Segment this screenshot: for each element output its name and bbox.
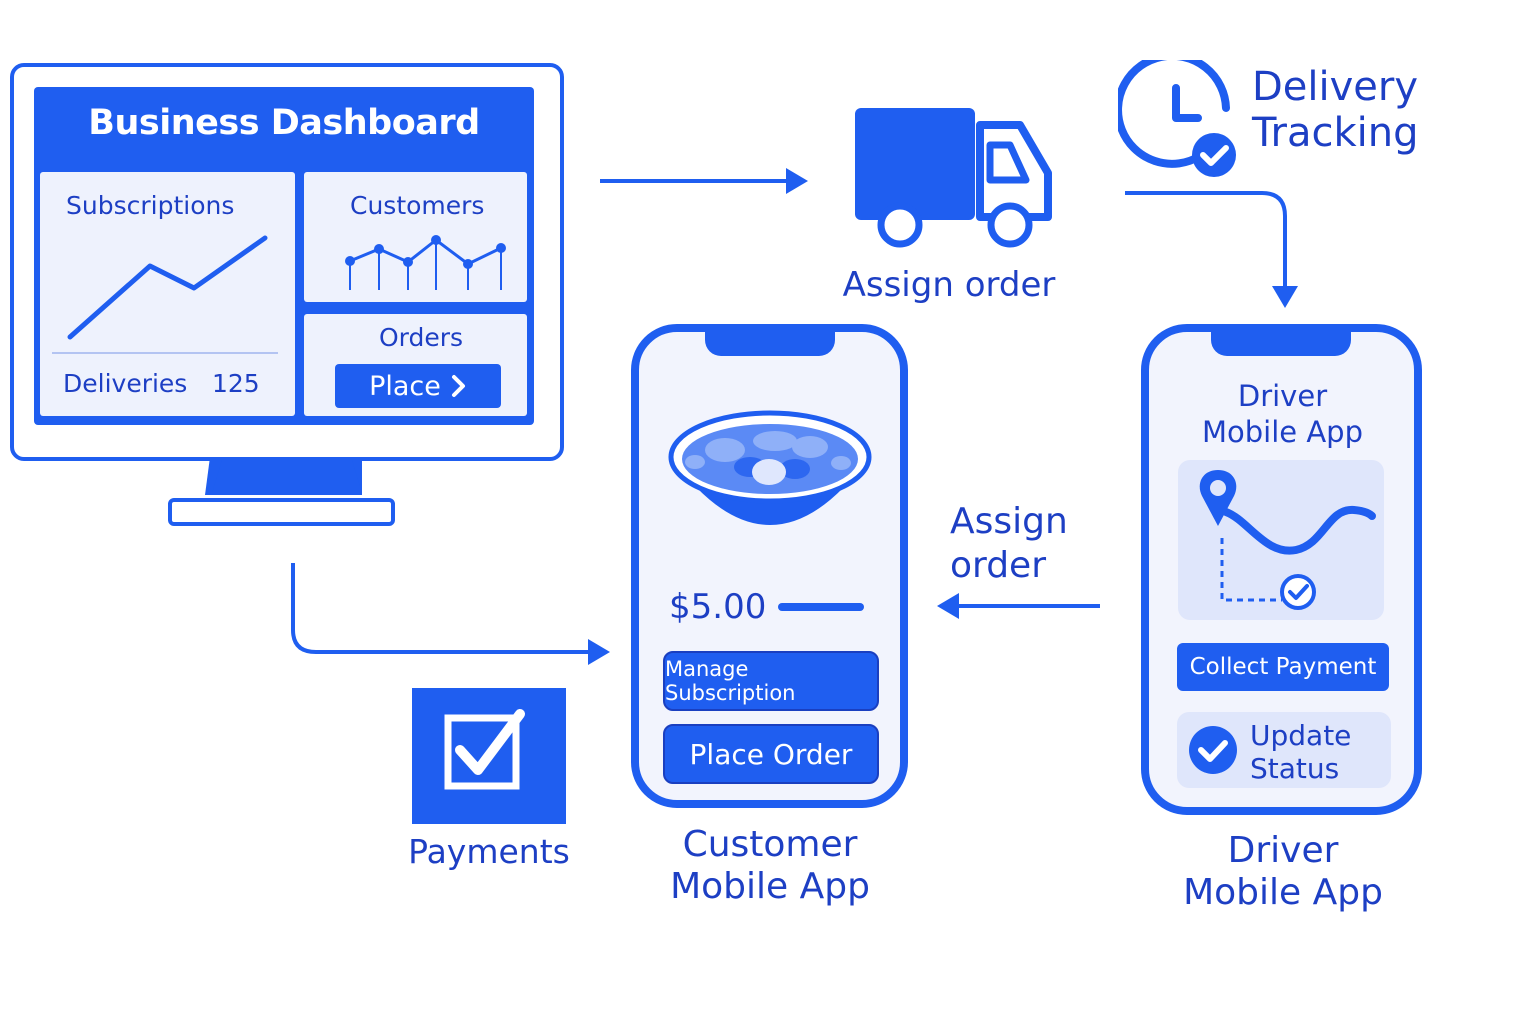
price-bar [778,603,864,611]
driver-title-line2: Mobile App [1201,415,1363,449]
arrow-dashboard-to-customer [291,563,592,654]
clock-check-icon [1118,60,1236,177]
route-map-icon [1199,470,1376,610]
orders-label: Orders [379,323,464,352]
payments-label: Payments [408,832,570,871]
update-status-line1: Update [1250,719,1352,752]
price-label: $5.00 [669,587,767,627]
assign-order-arrow-line1: Assign [950,501,1068,542]
place-button-label: Place [369,370,441,402]
collect-payment-label: Collect Payment [1189,654,1377,680]
driver-app-title: Driver Mobile App [1160,378,1405,450]
check-circle-icon [1189,726,1237,774]
update-status-line2: Status [1250,752,1340,785]
subscriptions-label: Subscriptions [66,191,235,220]
deliveries-label: Deliveries [63,369,188,398]
delivery-tracking-line1: Delivery [1252,64,1419,110]
customer-caption-line2: Mobile App [670,866,870,907]
driver-app-caption: Driver Mobile App [1150,830,1416,914]
customers-panel [304,172,527,302]
collect-payment-button[interactable]: Collect Payment [1177,643,1389,691]
driver-phone-notch [1211,330,1351,356]
customer-phone-notch [705,330,835,356]
assign-order-arrow-line2: order [950,545,1046,586]
place-button[interactable]: Place [335,364,501,408]
food-bowl-icon [668,410,872,525]
chevron-right-icon [451,375,465,397]
customer-caption-line1: Customer [682,824,858,865]
place-order-label: Place Order [689,737,853,771]
assign-order-arrow-label: Assign order [950,500,1090,588]
driver-caption-line1: Driver [1227,830,1339,871]
customer-app-caption: Customer Mobile App [640,824,900,908]
update-status-label: Update Status [1250,719,1351,785]
arrow-tracking-to-driver [1125,191,1287,290]
driver-title-line1: Driver [1237,379,1328,413]
delivery-tracking-line2: Tracking [1252,110,1419,156]
dashboard-title: Business Dashboard [88,103,480,143]
manage-subscription-label: Manage Subscription [665,657,796,705]
place-order-button[interactable]: Place Order [663,724,879,784]
driver-caption-line2: Mobile App [1183,872,1383,913]
deliveries-value: 125 [212,369,260,398]
checkbox-icon [412,688,566,824]
assign-order-label: Assign order [842,265,1056,305]
delivery-tracking-label: Delivery Tracking [1252,64,1419,156]
truck-icon [855,108,1052,248]
manage-subscription-button[interactable]: Manage Subscription [663,651,879,711]
customers-label: Customers [350,191,485,220]
